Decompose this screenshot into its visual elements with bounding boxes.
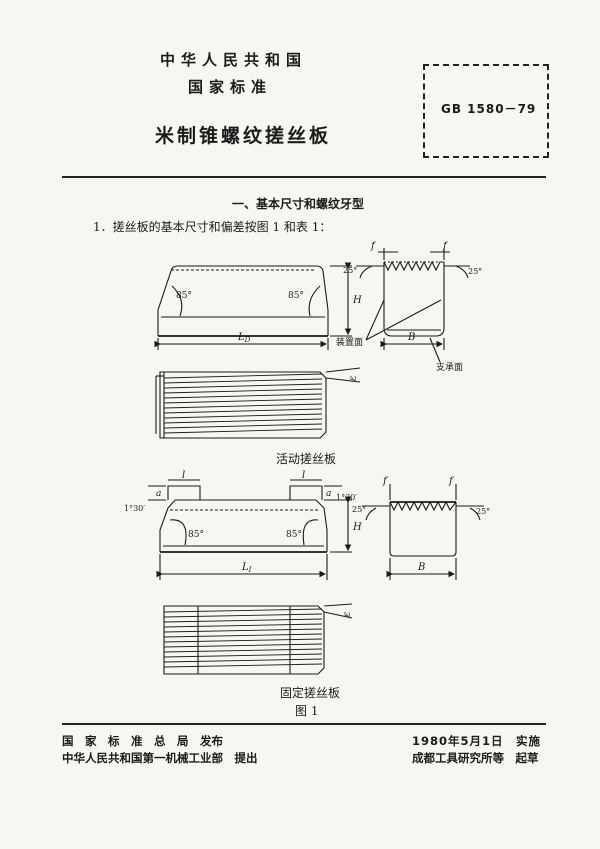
label-LD-sub: D	[244, 336, 251, 344]
label-LI-main: L	[241, 562, 249, 573]
label-1-30-right: 1°30′	[336, 493, 357, 502]
label-B-moving: B	[407, 332, 415, 343]
label-a-right: a	[326, 489, 331, 499]
figure-label: 图 1	[295, 704, 319, 718]
section-heading: 一、基本尺寸和螺纹牙型	[232, 197, 365, 211]
label-f-left-fixed: f	[382, 476, 389, 487]
standard-type-heading: 国家标准	[188, 78, 273, 96]
label-25-right-moving: 25°	[468, 267, 482, 276]
label-LI: LI	[241, 562, 252, 574]
label-f-right-fixed: f	[448, 476, 455, 487]
label-25-left-moving: 25°	[343, 266, 357, 275]
footer-issuer: 国 家 标 准 总 局 发布	[62, 734, 223, 748]
footer-drafter: 成都工具研究所等 起草	[412, 751, 539, 765]
label-f-right-moving: f	[442, 241, 449, 252]
label-l-right: l	[302, 470, 305, 481]
label-85-left-moving: 85°	[176, 291, 192, 301]
footer-date: 1980年5月1日 实施	[412, 734, 542, 748]
fixed-die-top-view	[163, 603, 353, 675]
country-heading: 中华人民共和国	[160, 51, 308, 69]
label-LD-main: L	[237, 332, 245, 343]
label-epsilon-fixed: ε	[342, 612, 353, 617]
section-paragraph: 1．搓丝板的基本尺寸和偏差按图 1 和表 1：	[93, 220, 332, 234]
label-1-30-left: 1°30′	[124, 504, 145, 513]
caption-fixed-die: 固定搓丝板	[280, 686, 341, 700]
standard-number: GB 1580－79	[441, 102, 537, 116]
footer-rule	[62, 723, 546, 725]
caption-moving-die: 活动搓丝板	[276, 452, 337, 466]
label-f-left-moving: f	[370, 241, 377, 252]
label-LI-sub: I	[248, 566, 252, 574]
moving-die-top-view	[155, 367, 361, 439]
document-title: 米制锥螺纹搓丝板	[155, 125, 332, 147]
header-rule	[62, 176, 546, 178]
label-85-right-fixed: 85°	[286, 530, 302, 540]
footer-proposer: 中华人民共和国第一机械工业部 提出	[62, 751, 258, 765]
moving-die-front-view	[154, 262, 352, 350]
moving-die-side-view	[356, 248, 470, 363]
label-mount-surface: 装置面	[336, 336, 363, 348]
fixed-die-side-view	[362, 484, 484, 580]
label-H-moving: H	[352, 295, 362, 306]
fixed-die-front-view	[148, 479, 352, 580]
label-support-surface: 支承面	[436, 361, 463, 373]
label-LD: LD	[237, 332, 251, 344]
label-B-fixed: B	[417, 562, 425, 573]
label-H-fixed: H	[352, 522, 362, 533]
label-epsilon-moving: ε	[348, 376, 359, 381]
label-25-right-fixed: 25°	[476, 507, 490, 516]
label-l-left: l	[182, 470, 185, 481]
label-85-right-moving: 85°	[288, 291, 304, 301]
label-a-left: a	[156, 489, 161, 499]
label-25-left-fixed: 25°	[352, 505, 366, 514]
standard-number-box: GB 1580－79	[423, 64, 549, 158]
label-85-left-fixed: 85°	[188, 530, 204, 540]
